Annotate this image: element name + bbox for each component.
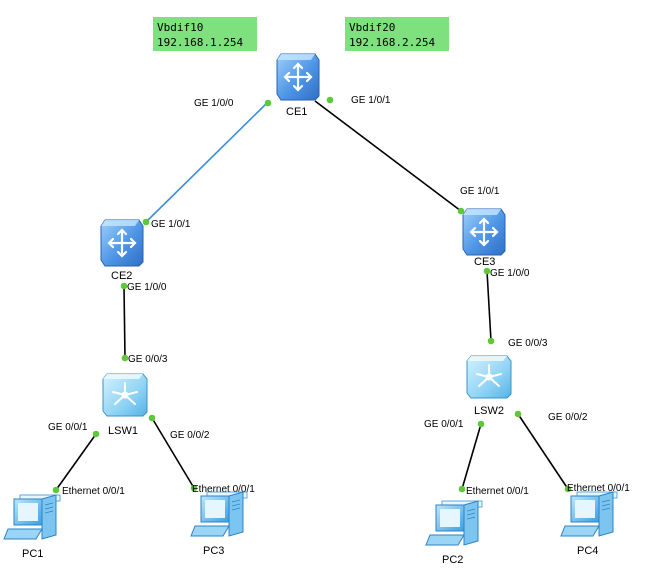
device-label-lsw1: LSW1 (108, 425, 138, 437)
port-label-ce3-ge101: GE 1/0/1 (460, 186, 500, 197)
note-line1: Vbdif10 (157, 21, 203, 34)
note-line2: 192.168.2.254 (349, 36, 435, 49)
device-label-pc2: PC2 (442, 554, 463, 566)
link-ce1-ce2[interactable] (145, 101, 269, 223)
device-label-lsw2: LSW2 (474, 405, 504, 417)
port-dot (264, 99, 272, 107)
note-background (345, 17, 449, 51)
port-label-lsw1-ge002: GE 0/0/2 (170, 430, 210, 441)
port-label-pc4-eth: Ethernet 0/0/1 (567, 483, 630, 494)
port-dot (483, 267, 491, 275)
device-label-pc3: PC3 (203, 545, 224, 557)
port-dot (458, 485, 466, 493)
port-dot (457, 207, 465, 215)
port-dot (477, 420, 485, 428)
port-label-ce1-ge101: GE 1/0/1 (351, 95, 391, 106)
device-label-pc1: PC1 (22, 548, 43, 560)
router-icon (462, 208, 506, 256)
switch-icon (466, 355, 512, 399)
device-pc1[interactable] (3, 494, 61, 540)
device-label-ce2: CE2 (111, 270, 132, 282)
device-lsw2[interactable] (466, 355, 512, 399)
device-label-ce1: CE1 (286, 106, 307, 118)
port-label-ce2-ge100: GE 1/0/0 (127, 282, 167, 293)
device-lsw1[interactable] (102, 373, 148, 417)
port-label-ce2-ge101: GE 1/0/1 (151, 219, 191, 230)
port-labels-layer: GE 1/0/0 GE 1/0/1 GE 1/0/1 GE 1/0/1 GE 1… (48, 95, 630, 497)
device-ce3[interactable] (462, 208, 506, 256)
port-label-pc3-eth: Ethernet 0/0/1 (192, 484, 255, 495)
switch-icon (102, 373, 148, 417)
port-label-ce3-ge100: GE 1/0/0 (490, 268, 530, 279)
port-label-lsw1-ge003: GE 0/0/3 (128, 354, 168, 365)
device-label-ce3: CE3 (474, 256, 495, 268)
router-icon (100, 219, 144, 267)
port-dot (514, 410, 522, 418)
link-lsw1-pc3[interactable] (151, 417, 195, 489)
port-dots-layer (52, 96, 572, 494)
pc-icon (3, 494, 61, 540)
device-ce1[interactable] (276, 53, 320, 101)
port-dot (121, 354, 129, 362)
link-ce3-lsw2[interactable] (486, 270, 492, 342)
port-dot (52, 486, 60, 494)
device-pc2[interactable] (425, 500, 483, 546)
port-dot (142, 218, 150, 226)
link-ce1-ce3[interactable] (314, 100, 462, 212)
port-dot (120, 282, 128, 290)
port-label-lsw1-ge001: GE 0/0/1 (48, 422, 88, 433)
port-label-pc2-eth: Ethernet 0/0/1 (466, 486, 529, 497)
pc-icon (560, 491, 618, 537)
port-dot (190, 484, 198, 492)
port-label-ce1-ge100: GE 1/0/0 (194, 98, 234, 109)
link-lsw1-pc1[interactable] (55, 433, 97, 491)
port-label-lsw2-ge003: GE 0/0/3 (508, 338, 548, 349)
note-vbdif10: Vbdif10 192.168.1.254 (153, 17, 257, 51)
port-label-lsw2-ge002: GE 0/0/2 (548, 412, 588, 423)
device-label-pc4: PC4 (577, 545, 598, 557)
port-dot (92, 430, 100, 438)
pc-icon (425, 500, 483, 546)
device-pc4[interactable] (560, 491, 618, 537)
note-line2: 192.168.1.254 (157, 36, 243, 49)
note-line1: Vbdif20 (349, 21, 395, 34)
link-lsw2-pc2[interactable] (461, 423, 482, 490)
port-dot (487, 337, 495, 345)
links-layer (55, 100, 569, 491)
router-icon (276, 53, 320, 101)
port-dot (564, 485, 572, 493)
port-dot (148, 414, 156, 422)
pc-icon (190, 491, 248, 537)
note-vbdif20: Vbdif20 192.168.2.254 (345, 17, 449, 51)
port-dot (326, 96, 334, 104)
device-pc3[interactable] (190, 491, 248, 537)
link-lsw2-pc4[interactable] (517, 413, 569, 490)
port-label-pc1-eth: Ethernet 0/0/1 (62, 486, 125, 497)
note-background (153, 17, 257, 51)
link-ce2-lsw1[interactable] (123, 285, 126, 359)
port-label-lsw2-ge001: GE 0/0/1 (424, 419, 464, 430)
device-ce2[interactable] (100, 219, 144, 267)
